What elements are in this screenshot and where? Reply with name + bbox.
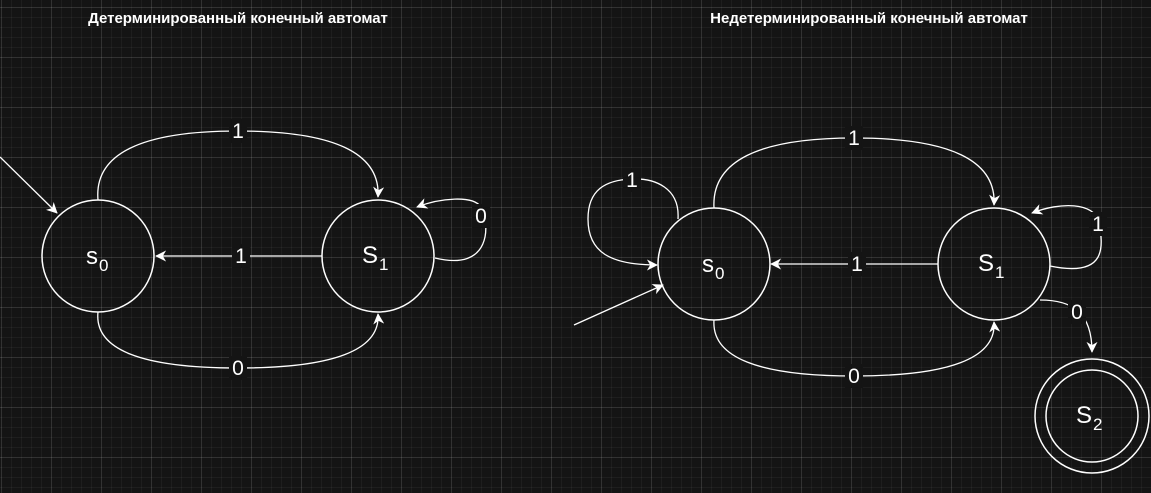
nfa-state-s1-circle <box>937 207 1051 321</box>
nfa-state-s0-letter: s <box>702 251 714 278</box>
dfa-edge-s0-s1-top-label-bg <box>229 119 247 143</box>
nfa-edge-s1-s2-label-bg <box>1068 300 1086 324</box>
nfa-edge-s1-s2-label: 0 <box>1071 301 1083 324</box>
dfa-edge-s0-s1-bottom-label-bg <box>229 356 247 380</box>
nfa-state-s2-outer-circle <box>1034 358 1150 474</box>
nfa-state-s0-circle <box>657 207 771 321</box>
dfa-state-s1-circle <box>321 199 435 313</box>
nfa-state-s0: s 0 <box>657 207 771 321</box>
dfa-state-s0: s 0 <box>41 199 155 313</box>
nfa-edge-s0-s1-bottom-label: 0 <box>848 365 860 388</box>
nfa-state-s0-subscript: 0 <box>715 264 724 283</box>
nfa-edge-s1-s0-label-bg <box>848 252 866 276</box>
dfa-edge-s0-s1-bottom-label: 0 <box>232 357 244 380</box>
nfa-edge-s0-s1-top-label-bg <box>845 126 863 150</box>
dfa-state-s1: S 1 <box>321 199 435 313</box>
dfa-state-s0-letter: s <box>86 243 98 270</box>
nfa-state-s2-subscript: 2 <box>1093 415 1102 434</box>
nfa-start-arrow <box>573 284 664 326</box>
nfa-title: Недетерминированный конечный автомат <box>710 10 1028 27</box>
dfa-state-s0-subscript: 0 <box>99 256 108 275</box>
nfa-state-s2-letter: S <box>1076 402 1092 429</box>
nfa-edge-s1-loop-label: 1 <box>1092 213 1104 236</box>
nfa-edge-s0-s1-bottom-label-bg <box>845 364 863 388</box>
dfa-edge-s1-s0-label-bg <box>232 244 250 268</box>
nfa-state-s1: S 1 <box>937 207 1051 321</box>
dfa-edge-s1-loop-label-bg <box>472 204 490 228</box>
dfa-title: Детерминированный конечный автомат <box>88 10 388 27</box>
nfa-diagram: 1 1 0 1 1 0 s 0 S 1 <box>573 126 1150 474</box>
dfa-start-arrow <box>0 156 58 214</box>
nfa-state-s2-inner-circle <box>1045 369 1139 463</box>
nfa-state-s2-accepting: S 2 <box>1034 358 1150 474</box>
dfa-diagram: 1 1 0 0 s 0 S 1 <box>0 119 490 380</box>
dfa-state-s1-letter: S <box>362 242 378 269</box>
nfa-edge-s0-loop <box>587 178 679 271</box>
nfa-edge-s0-loop-label-bg <box>623 168 641 192</box>
nfa-edge-s1-loop-label-bg <box>1089 212 1107 236</box>
nfa-edge-s0-loop-label: 1 <box>626 169 638 192</box>
dfa-state-s0-circle <box>41 199 155 313</box>
dfa-state-s1-subscript: 1 <box>379 255 388 274</box>
dfa-edge-s1-s0-label: 1 <box>235 245 247 268</box>
nfa-edge-s1-s0-label: 1 <box>851 253 863 276</box>
nfa-edge-s0-s1-top-label: 1 <box>848 127 860 150</box>
dfa-edge-s0-s1-top-label: 1 <box>232 120 244 143</box>
nfa-state-s1-subscript: 1 <box>995 263 1004 282</box>
nfa-state-s1-letter: S <box>978 250 994 277</box>
dfa-edge-s1-loop-label: 0 <box>475 205 487 228</box>
